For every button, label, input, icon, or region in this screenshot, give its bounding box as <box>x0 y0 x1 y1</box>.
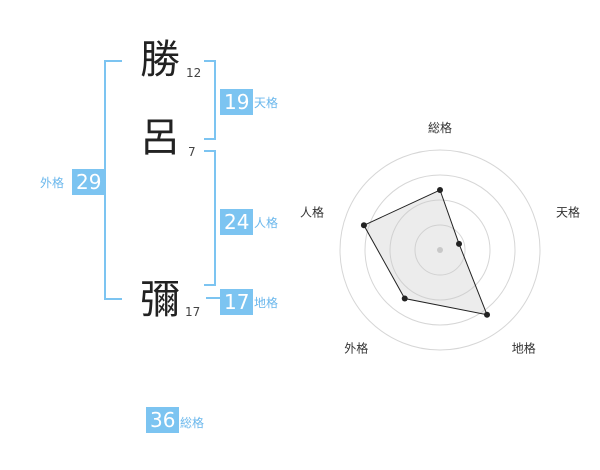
gaikaku-label: 外格 <box>40 176 65 190</box>
radar-series-polygon <box>363 189 488 316</box>
name-char-1-strokes: 12 <box>186 66 202 80</box>
radar-point-3 <box>484 311 491 318</box>
chikaku-value: 17 <box>220 289 254 315</box>
radar-axis-label: 外格 <box>344 341 368 356</box>
name-char-2: 呂 <box>140 115 180 161</box>
tenkaku-value: 19 <box>220 89 254 115</box>
radar-axis-label: 人格 <box>300 204 324 219</box>
radar-axis-label: 総格 <box>428 120 452 135</box>
radar-ring <box>339 149 541 351</box>
radar-point-5 <box>360 222 367 229</box>
radar-point-1 <box>437 187 443 193</box>
jinkaku-bracket <box>204 150 216 286</box>
radar-point-2 <box>456 240 463 247</box>
jinkaku-label: 人格 <box>254 216 279 230</box>
gaikaku-bracket <box>104 60 122 300</box>
name-char-1: 勝 <box>140 37 180 83</box>
radar-point-4 <box>401 295 408 302</box>
radar-ring <box>414 224 466 276</box>
radar-axis-label: 地格 <box>512 341 536 356</box>
name-char-2-strokes: 7 <box>188 145 196 159</box>
chikaku-tick <box>206 297 220 299</box>
gaikaku-value: 29 <box>72 169 106 195</box>
radar-ring <box>364 174 516 326</box>
soukaku-value: 36 <box>146 407 180 433</box>
tenkaku-bracket <box>204 60 216 140</box>
soukaku-label: 総格 <box>180 416 205 430</box>
radar-center-dot <box>437 247 443 253</box>
chikaku-label: 地格 <box>254 296 279 310</box>
jinkaku-value: 24 <box>220 209 254 235</box>
radar-axis-label: 天格 <box>556 204 580 219</box>
tenkaku-label: 天格 <box>254 96 279 110</box>
name-char-3: 彌 <box>140 277 180 323</box>
name-char-3-strokes: 17 <box>185 305 201 319</box>
radar-ring <box>389 199 491 301</box>
